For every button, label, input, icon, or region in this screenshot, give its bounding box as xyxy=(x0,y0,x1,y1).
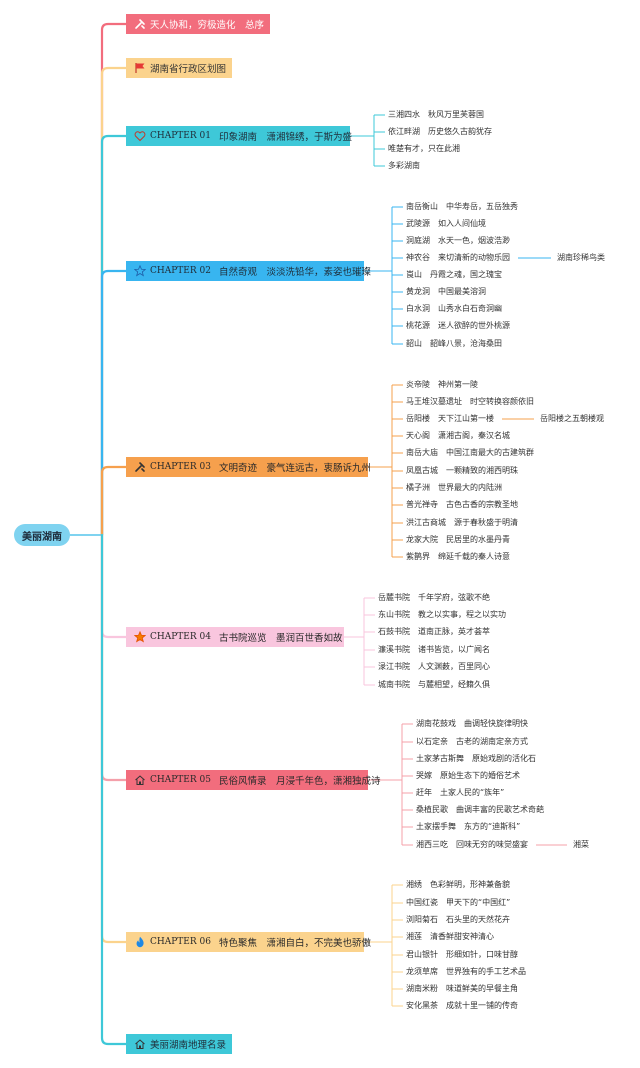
subtopic-item[interactable]: 哭嫁 原始生态下的婚俗艺术 xyxy=(416,771,520,780)
branch-title: 自然奇观 淡淡洗铅华，素姿也璀璨 xyxy=(218,267,371,278)
branch-connector xyxy=(100,269,128,537)
subtopic-item[interactable]: 紫鹊界 绵延千载的秦人诗意 xyxy=(406,552,510,561)
subtopic-item[interactable]: 湘西三吃 回味无穷的味觉盛宴 xyxy=(416,840,528,849)
subtopic-item[interactable]: 土家摆手舞 东方的“迪斯科” xyxy=(416,822,521,831)
branch-topic-7[interactable]: CHAPTER 06 特色聚焦 潇湘自白，不完美也骄傲 xyxy=(126,932,371,952)
subtopic-item[interactable]: 以石定亲 古老的湖南定亲方式 xyxy=(416,737,528,746)
subtopic-item[interactable]: 湘绣 色彩鲜明，形神兼备貌 xyxy=(406,880,510,889)
subtopic-item[interactable]: 武陵源 如入人间仙境 xyxy=(406,219,486,228)
subtopic-item[interactable]: 白水洞 山秀水白石奇洞幽 xyxy=(406,304,502,313)
subtopic-item[interactable]: 多彩湖南 xyxy=(388,161,420,170)
subtopic-item[interactable]: 土家茅古斯舞 原始戏剧的活化石 xyxy=(416,754,536,763)
subtopic-item[interactable]: 湖南花鼓戏 曲调轻快旋律明快 xyxy=(416,719,528,728)
subtopic-item[interactable]: 安化黑茶 成就十里一铺的传奇 xyxy=(406,1001,518,1010)
branch-title: 民俗风情录 月浸千年色，潇湘独成诗 xyxy=(218,776,381,787)
subtopic-item[interactable]: 浏阳菊石 石头里的天然花卉 xyxy=(406,915,510,924)
tools-icon xyxy=(134,461,146,473)
house-icon xyxy=(134,1038,146,1050)
branch-topic-8[interactable]: 美丽湖南地理名录 xyxy=(126,1034,232,1054)
chapter-label: CHAPTER 04 xyxy=(150,632,211,642)
branch-connector xyxy=(100,465,128,537)
root-label: 美丽湖南 xyxy=(22,531,62,543)
sub-subtopic-item[interactable]: 岳阳楼之五朝楼观 xyxy=(540,414,604,423)
star-icon xyxy=(134,265,146,277)
subtopic-item[interactable]: 崀山 丹霞之魂，国之瑰宝 xyxy=(406,270,502,279)
flag-icon xyxy=(134,62,146,74)
branch-connector xyxy=(100,533,128,944)
subtopic-item[interactable]: 唯楚有才，只在此湘 xyxy=(388,144,460,153)
subtopic-item[interactable]: 炎帝陵 神州第一陵 xyxy=(406,380,478,389)
branch-title: 天人协和，穷极造化 总序 xyxy=(150,20,265,31)
branch-connector xyxy=(100,533,128,1046)
subtopic-item[interactable]: 黄龙洞 中国最美溶洞 xyxy=(406,287,486,296)
subtopic-item[interactable]: 濂溪书院 诸书皆览，以广闻名 xyxy=(378,645,490,654)
subtopic-item[interactable]: 龙家大院 民居里的水墨丹青 xyxy=(406,535,510,544)
subtopic-item[interactable]: 洪江古商城 源于春秋盛于明清 xyxy=(406,518,518,527)
chapter-label: CHAPTER 03 xyxy=(150,462,211,472)
subtopic-item[interactable]: 湘莲 清香鲜甜安神清心 xyxy=(406,932,494,941)
subtopic-item[interactable]: 赶年 土家人民的“族年” xyxy=(416,788,505,797)
subtopic-item[interactable]: 南岳衡山 中华寿岳，五岳独秀 xyxy=(406,202,518,211)
subtopic-item[interactable]: 南岳大庙 中国江南最大的古建筑群 xyxy=(406,448,534,457)
sub-subtopic-item[interactable]: 湖南珍稀鸟类 xyxy=(557,253,605,262)
branch-topic-3[interactable]: CHAPTER 02 自然奇观 淡淡洗铅华，素姿也璀璨 xyxy=(126,261,371,281)
subtopic-item[interactable]: 神农谷 来切清新的动物乐园 xyxy=(406,253,510,262)
branch-topic-1[interactable]: 湖南省行政区划图 xyxy=(126,58,232,78)
subtopic-item[interactable]: 橘子洲 世界最大的内陆洲 xyxy=(406,483,502,492)
subtopic-item[interactable]: 普光禅寺 古色古香的宗教圣地 xyxy=(406,500,518,509)
branch-title: 湖南省行政区划图 xyxy=(150,64,227,75)
branch-topic-6[interactable]: CHAPTER 05 民俗风情录 月浸千年色，潇湘独成诗 xyxy=(126,770,380,790)
subtopic-item[interactable]: 城南书院 与麓相望，经籍久俱 xyxy=(378,680,490,689)
branch-title: 古书院巡览 墨润百世香如故 xyxy=(218,633,343,644)
branch-connector xyxy=(100,533,128,639)
chapter-label: CHAPTER 02 xyxy=(150,266,211,276)
heart-icon xyxy=(134,130,146,142)
sub-subtopic-item[interactable]: 湘菜 xyxy=(573,840,589,849)
branch-topic-2[interactable]: CHAPTER 01 印象湖南 潇湘锦绣，于斯为盛 xyxy=(126,126,352,146)
branch-title: 美丽湖南地理名录 xyxy=(150,1040,227,1051)
subtopic-item[interactable]: 洞庭湖 水天一色，烟波浩渺 xyxy=(406,236,510,245)
subtopic-item[interactable]: 岳麓书院 千年学府，弦歌不绝 xyxy=(378,593,490,602)
tools-icon xyxy=(134,18,146,30)
star-icon xyxy=(134,631,146,643)
branch-connector xyxy=(100,22,128,537)
subtopic-item[interactable]: 龙须草席 世界独有的手工艺术品 xyxy=(406,967,526,976)
chapter-label: CHAPTER 06 xyxy=(150,937,211,947)
subtopic-item[interactable]: 东山书院 教之以实事，程之以实功 xyxy=(378,610,506,619)
subtopic-item[interactable]: 桑植民歌 曲调丰富的民歌艺术奇葩 xyxy=(416,805,544,814)
subtopic-item[interactable]: 韶山 韶峰八景，沧海桑田 xyxy=(406,339,502,348)
flame-icon xyxy=(134,936,146,948)
root-topic[interactable]: 美丽湖南 xyxy=(14,524,70,546)
subtopic-item[interactable]: 君山银针 形细如针，口味甘醇 xyxy=(406,950,518,959)
subtopic-item[interactable]: 湖南米粉 味道鲜美的早餐主角 xyxy=(406,984,518,993)
branch-topic-5[interactable]: CHAPTER 04 古书院巡览 墨润百世香如故 xyxy=(126,627,344,647)
branch-topic-0[interactable]: 天人协和，穷极造化 总序 xyxy=(126,14,270,34)
branch-connector xyxy=(100,66,128,537)
branch-title: 文明奇迹 豪气连远古，衷肠诉九州 xyxy=(218,463,371,474)
branch-topic-4[interactable]: CHAPTER 03 文明奇迹 豪气连远古，衷肠诉九州 xyxy=(126,457,371,477)
subtopic-item[interactable]: 渌江书院 人文渊薮，百里同心 xyxy=(378,662,490,671)
subtopic-item[interactable]: 桃花源 迷人欲醉的世外桃源 xyxy=(406,321,510,330)
subtopic-item[interactable]: 天心阁 潇湘古阁，秦汉名城 xyxy=(406,431,510,440)
chapter-label: CHAPTER 01 xyxy=(150,131,211,141)
branch-title: 印象湖南 潇湘锦绣，于斯为盛 xyxy=(218,132,352,143)
subtopic-item[interactable]: 依江畔湖 历史悠久古韵犹存 xyxy=(388,127,492,136)
house-icon xyxy=(134,774,146,786)
subtopic-item[interactable]: 凤凰古城 一颗精致的湘西明珠 xyxy=(406,466,518,475)
branch-title: 特色聚焦 潇湘自白，不完美也骄傲 xyxy=(218,938,371,949)
subtopic-item[interactable]: 马王堆汉墓遗址 时空转换容颜依旧 xyxy=(406,397,534,406)
branch-connector xyxy=(100,134,128,537)
subtopic-item[interactable]: 石鼓书院 道南正脉，英才荟萃 xyxy=(378,627,490,636)
chapter-label: CHAPTER 05 xyxy=(150,775,211,785)
subtopic-item[interactable]: 岳阳楼 天下江山第一楼 xyxy=(406,414,494,423)
branch-connector xyxy=(100,533,128,782)
subtopic-item[interactable]: 中国红瓷 甲天下的“中国红” xyxy=(406,898,511,907)
subtopic-item[interactable]: 三湘四水 秋风万里芙蓉国 xyxy=(388,110,484,119)
